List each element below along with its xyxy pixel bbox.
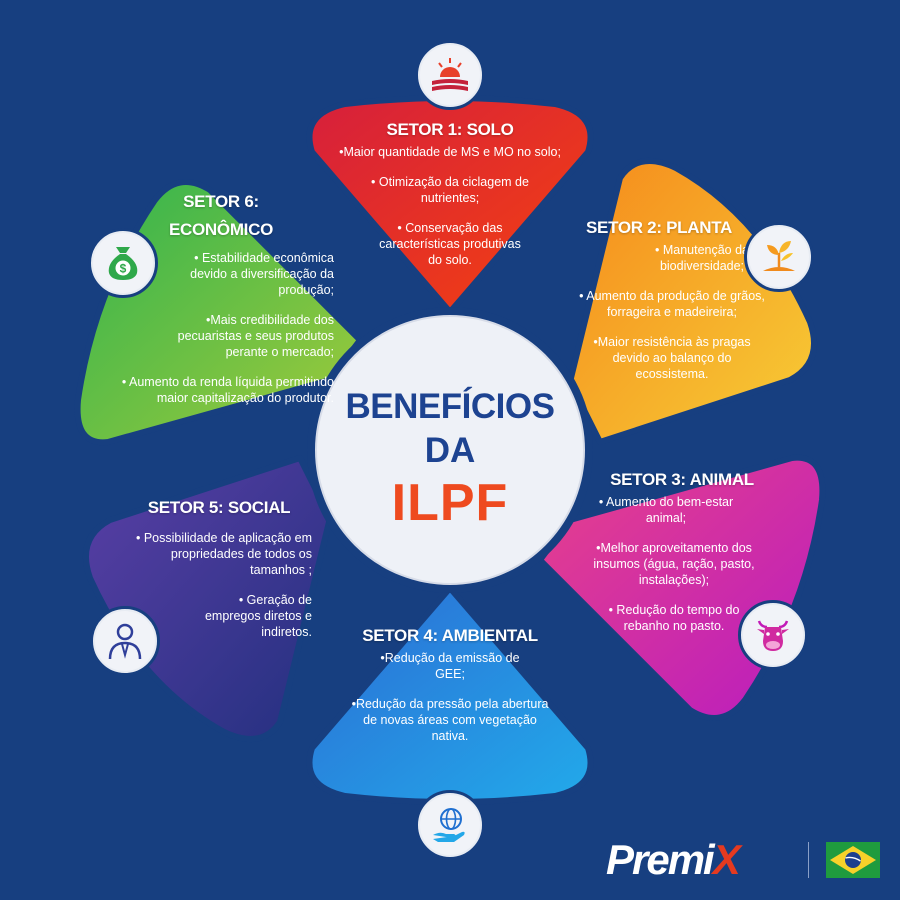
cow-icon <box>738 600 808 670</box>
brand-main: Premi <box>606 836 715 883</box>
setor-1-item: • Otimização da ciclagem de nutrientes; <box>371 175 529 205</box>
setor-6-heading: SETOR 6: ECONÔMICO <box>168 192 274 239</box>
setor-3-text: SETOR 3: ANIMAL • Aumento do bem-estar a… <box>582 470 782 634</box>
setor-6-text: SETOR 6: ECONÔMICO • Estabilidade econôm… <box>108 188 334 406</box>
premix-logo: PremiX <box>606 836 741 884</box>
sunrise-field-icon <box>415 40 485 110</box>
globe-hand-icon <box>415 790 485 860</box>
sprout-icon <box>744 222 814 292</box>
setor-4-text: SETOR 4: AMBIENTAL •Redução da emissão d… <box>340 626 560 744</box>
title-line-3: ILPF <box>391 474 509 532</box>
setor-4-item: •Redução da emissão de GEE; <box>380 651 520 681</box>
worker-icon <box>90 606 160 676</box>
setor-1-item: •Maior quantidade de MS e MO no solo; <box>339 145 561 159</box>
setor-2-item: • Manutenção da biodiversidade; <box>654 243 750 273</box>
title-line-2: DA <box>424 431 476 470</box>
setor-1-item: • Conservação das características produt… <box>379 221 521 267</box>
setor-3-heading: SETOR 3: ANIMAL <box>610 470 754 489</box>
setor-3-item: •Melhor aproveitamento dos insumos (água… <box>593 541 755 587</box>
setor-5-item: • Possibilidade de aplicação em propried… <box>135 531 312 577</box>
setor-6-item: • Estabilidade econômica devido a divers… <box>190 251 334 297</box>
center-title: BENEFÍCIOS DA ILPF <box>315 335 585 565</box>
money-bag-icon: $ <box>88 228 158 298</box>
setor-4-item: •Redução da pressão pela abertura de nov… <box>351 697 549 743</box>
setor-2-item: •Maior resistência às pragas devido ao b… <box>593 335 751 381</box>
setor-3-item: • Aumento do bem-estar animal; <box>598 495 734 525</box>
setor-5-text: SETOR 5: SOCIAL • Possibilidade de aplic… <box>126 498 312 640</box>
setor-1-heading: SETOR 1: SOLO <box>386 120 514 139</box>
setor-6-item: • Aumento da renda líquida permitindo ma… <box>121 375 334 405</box>
setor-1-text: SETOR 1: SOLO •Maior quantidade de MS e … <box>318 120 582 268</box>
setor-2-item: • Aumento da produção de grãos, forragei… <box>579 289 765 319</box>
title-line-1: BENEFÍCIOS <box>345 387 555 426</box>
setor-2-text: SETOR 2: PLANTA • Manutenção da biodiver… <box>572 218 772 382</box>
setor-5-heading: SETOR 5: SOCIAL <box>147 498 291 517</box>
brand-divider <box>808 842 809 878</box>
brazil-flag-icon <box>826 842 880 878</box>
setor-3-item: • Redução do tempo do rebanho no pasto. <box>608 603 740 633</box>
brand-x: X <box>712 836 741 883</box>
setor-4-heading: SETOR 4: AMBIENTAL <box>362 626 538 645</box>
setor-6-item: •Mais credibilidade dos pecuaristas e se… <box>177 313 334 359</box>
setor-5-item: • Geração de empregos diretos e indireto… <box>204 593 312 639</box>
svg-text:$: $ <box>120 262 127 276</box>
setor-2-heading: SETOR 2: PLANTA <box>586 218 732 237</box>
